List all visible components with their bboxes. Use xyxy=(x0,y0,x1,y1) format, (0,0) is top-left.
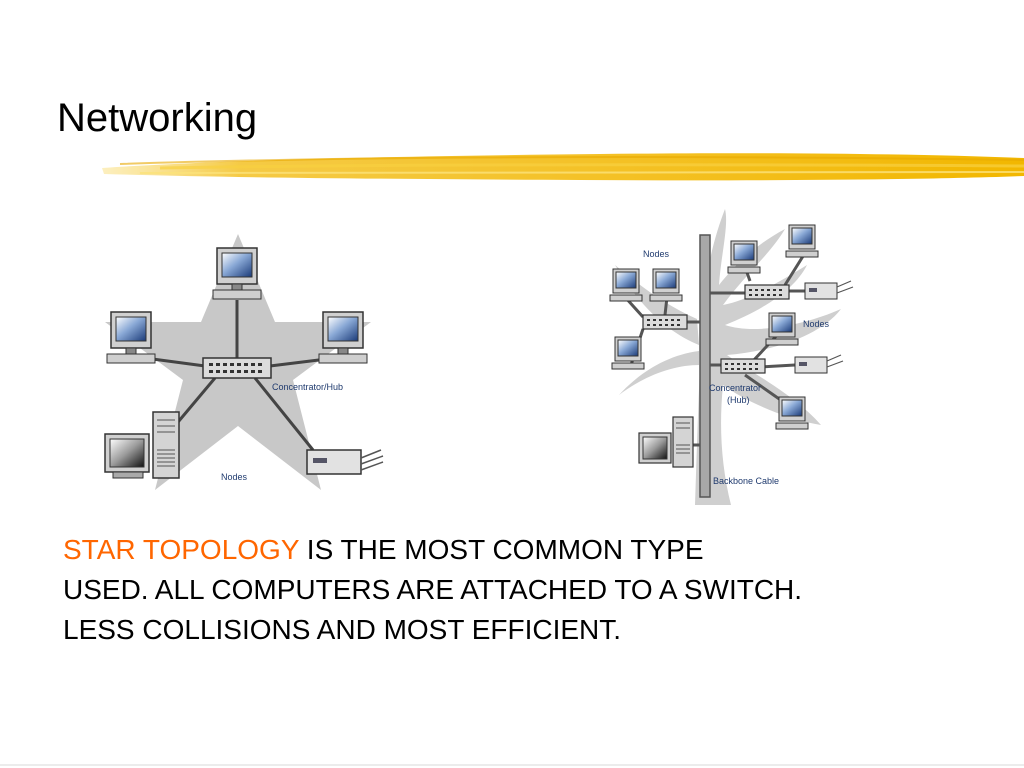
computer-icon xyxy=(727,240,761,274)
computer-icon xyxy=(775,396,809,430)
hub-icon xyxy=(720,358,766,374)
computer-icon xyxy=(611,336,645,370)
highlight-text: STAR TOPOLOGY xyxy=(63,534,300,565)
computer-icon xyxy=(765,312,799,346)
printer-icon xyxy=(794,354,844,374)
hub-label-line1: Concentrator xyxy=(709,383,761,393)
body-line-3: LESS COLLISIONS AND MOST EFFICIENT. xyxy=(63,614,622,645)
workstation-icon xyxy=(638,416,694,468)
printer-icon xyxy=(804,280,854,300)
computer-icon xyxy=(649,268,683,302)
highlighter-brush-stroke xyxy=(102,153,1024,181)
computer-icon xyxy=(318,311,368,364)
tree-topology-diagram: Nodes Nodes Concentrator (Hub) Backbone … xyxy=(609,209,854,505)
body-text: STAR TOPOLOGY IS THE MOST COMMON TYPE US… xyxy=(63,530,983,650)
computer-icon xyxy=(785,224,819,258)
hub-icon xyxy=(744,284,790,300)
computer-icon xyxy=(106,311,156,364)
star-topology-diagram: Concentrator/Hub Nodes xyxy=(104,234,384,490)
workstation-icon xyxy=(104,411,180,479)
body-line-1: STAR TOPOLOGY IS THE MOST COMMON TYPE xyxy=(63,530,983,570)
backbone-cable xyxy=(699,234,711,498)
hub-icon xyxy=(202,357,272,379)
bottom-rule xyxy=(0,764,1024,766)
backbone-label: Backbone Cable xyxy=(713,476,779,486)
body-line-1-rest: IS THE MOST COMMON TYPE xyxy=(299,534,704,565)
printer-icon xyxy=(306,449,384,475)
hub-label-line2: (Hub) xyxy=(727,395,750,405)
nodes-label-top: Nodes xyxy=(643,249,670,259)
body-line-2: USED. ALL COMPUTERS ARE ATTACHED TO A SW… xyxy=(63,574,803,605)
hub-label: Concentrator/Hub xyxy=(272,382,343,392)
slide-title: Networking xyxy=(57,96,258,140)
nodes-label-right: Nodes xyxy=(803,319,830,329)
computer-icon xyxy=(212,247,262,300)
hub-icon xyxy=(642,314,688,330)
computer-icon xyxy=(609,268,643,302)
nodes-label: Nodes xyxy=(221,472,248,482)
